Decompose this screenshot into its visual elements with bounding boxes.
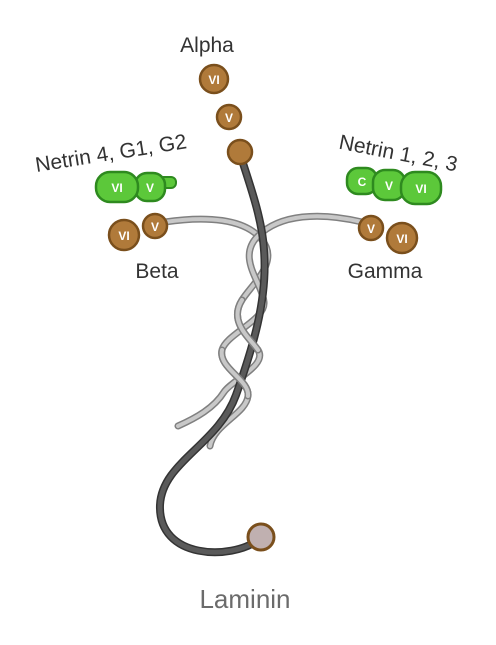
alpha-domain-v <box>215 103 243 131</box>
netrin-right: C V VI <box>345 166 443 206</box>
netrin-right-domain-vi <box>399 170 443 206</box>
beta-domain-v <box>141 212 169 240</box>
netrin-left: VI V <box>94 170 177 204</box>
beta-label: Beta <box>135 260 179 283</box>
gamma-domain-v <box>357 214 385 242</box>
terminal-globule <box>246 522 276 552</box>
diagram-title: Laminin <box>199 584 290 614</box>
alpha-domain-globule <box>226 138 254 166</box>
gamma-domain-vi-label: VI <box>396 232 407 246</box>
netrin-left-domain-vi-label: VI <box>111 181 122 195</box>
alpha-domain-vi-label: VI <box>208 73 219 87</box>
gamma-label: Gamma <box>348 260 423 283</box>
gamma-domain-v-label: V <box>367 222 375 236</box>
gamma-chain <box>206 212 366 450</box>
beta-domain-vi <box>107 218 141 252</box>
netrin-right-domain-v-label: V <box>385 179 393 193</box>
netrin-left-domain-v-label: V <box>146 181 154 195</box>
beta-domain-v-label: V <box>151 220 159 234</box>
coiled-coil-overlay <box>218 296 262 400</box>
netrin-left-domain-vi <box>94 170 140 204</box>
beta-domain-vi-label: VI <box>118 229 129 243</box>
alpha-label: Alpha <box>180 34 234 57</box>
netrin-right-domain-vi-label: VI <box>415 182 426 196</box>
gamma-domain-vi <box>385 221 419 255</box>
alpha-domains: VI V <box>198 63 254 166</box>
alpha-chain <box>155 144 269 557</box>
gamma-domains: V VI <box>357 214 419 255</box>
alpha-domain-v-label: V <box>225 111 233 125</box>
netrin-right-domain-c-label: C <box>358 175 367 189</box>
alpha-domain-vi <box>198 63 230 95</box>
netrin-left-label: Netrin 4, G1, G2 <box>34 130 189 177</box>
beta-domains: VI V <box>107 212 169 252</box>
